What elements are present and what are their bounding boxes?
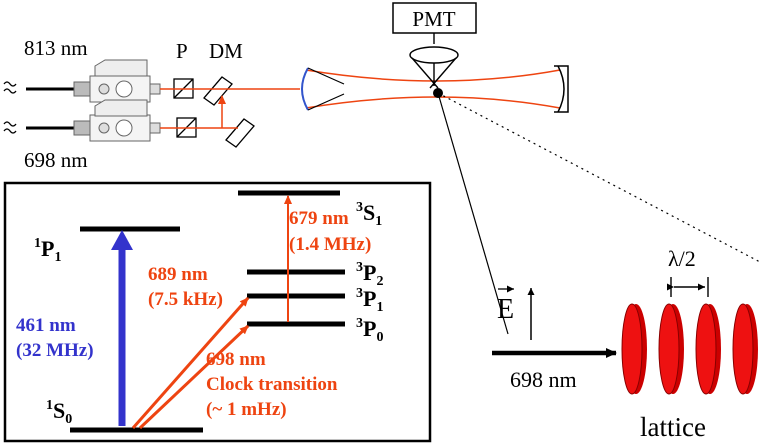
e-field-label: E	[497, 294, 514, 325]
lattice-pancakes	[621, 303, 758, 395]
pancake-3	[695, 303, 721, 395]
pancake-1	[621, 303, 647, 395]
t689-linewidth: (7.5 kHz)	[148, 289, 223, 310]
t698-label: Clock transition	[206, 374, 338, 395]
term-3S1: 3S1	[356, 200, 382, 229]
retro-mirror-icon	[554, 65, 569, 113]
term-3P2: 3P2	[356, 260, 383, 289]
collection-lens-icon	[409, 33, 459, 89]
zoom-lines	[437, 92, 761, 335]
pmt-detector: PMT	[392, 2, 477, 34]
transition-461-arrow	[111, 230, 133, 426]
term-3P0: 3P0	[356, 316, 383, 345]
energy-level-panel: 461 nm (32 MHz) 689 nm (7.5 kHz) 679 nm …	[3, 181, 432, 443]
pancake-4	[732, 303, 758, 395]
pancake-2	[658, 303, 684, 395]
fiber-break-icon	[3, 81, 17, 134]
dichroic-mirror-icon	[203, 76, 233, 106]
t689-wavelength: 689 nm	[148, 264, 208, 285]
term-3P1: 3P1	[356, 286, 383, 315]
collimator-698-icon	[73, 99, 161, 142]
t679-wavelength: 679 nm	[289, 208, 349, 229]
lattice-panel: E 698 nm λ/2	[492, 246, 758, 442]
spacing-arrow-icon	[667, 277, 709, 297]
dichroic-label: DM	[209, 39, 243, 63]
t461-wavelength: 461 nm	[16, 315, 76, 336]
steering-mirror-icon	[225, 118, 255, 148]
lattice-spacing-label: λ/2	[668, 246, 696, 271]
term-1S0: 1S0	[46, 398, 72, 427]
optical-setup: 813 nm 698 nm P DM	[3, 2, 761, 335]
t698-linewidth: (~ 1 mHz)	[206, 399, 287, 420]
laser-813-label: 813 nm	[24, 36, 88, 60]
transition-689-arrow	[131, 297, 250, 429]
t461-linewidth: (32 MHz)	[16, 340, 94, 361]
lattice-caption: lattice	[640, 412, 706, 442]
polarizer-label: P	[176, 39, 188, 63]
term-1P1: 1P1	[34, 236, 61, 265]
t698-wavelength: 698 nm	[206, 349, 266, 370]
laser-698-label: 698 nm	[24, 148, 88, 172]
t679-linewidth: (1.4 MHz)	[289, 234, 371, 255]
lattice-wavelength-label: 698 nm	[510, 367, 577, 392]
collimator-813-icon	[73, 59, 161, 103]
transition-698-arrow	[138, 324, 250, 430]
focusing-lens-icon	[301, 67, 345, 111]
pmt-label: PMT	[412, 7, 455, 31]
